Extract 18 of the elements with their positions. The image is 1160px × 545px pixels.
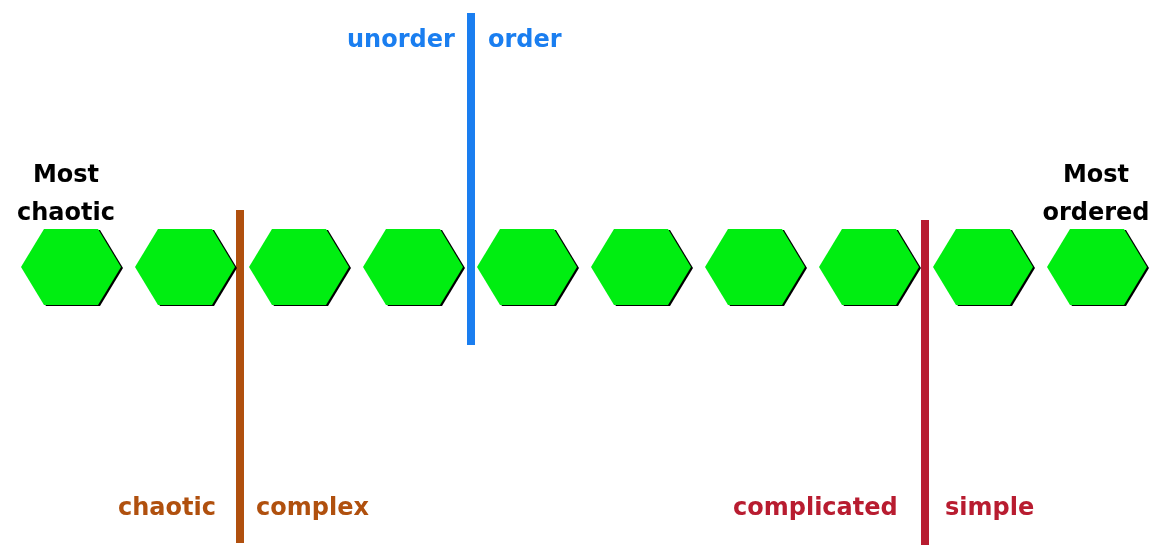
scale-label: order <box>488 24 562 55</box>
scale-label: unorder <box>347 24 455 55</box>
scale-label: complicated <box>733 492 898 523</box>
hexagon-shape <box>247 227 351 307</box>
hexagon-shape <box>133 227 237 307</box>
scale-label: Most chaotic <box>16 159 116 228</box>
scale-label: chaotic <box>118 492 216 523</box>
hexagon-shape <box>589 227 693 307</box>
hexagon-shape <box>19 227 123 307</box>
hexagon-shape <box>361 227 465 307</box>
hexagon-shape <box>1045 227 1149 307</box>
scale-label: Most ordered <box>1041 159 1151 228</box>
hexagon-shape <box>475 227 579 307</box>
scale-label: simple <box>945 492 1035 523</box>
hexagon-shape <box>931 227 1035 307</box>
scale-label: complex <box>256 492 369 523</box>
hexagon-shape <box>703 227 807 307</box>
hexagon-shape <box>817 227 921 307</box>
